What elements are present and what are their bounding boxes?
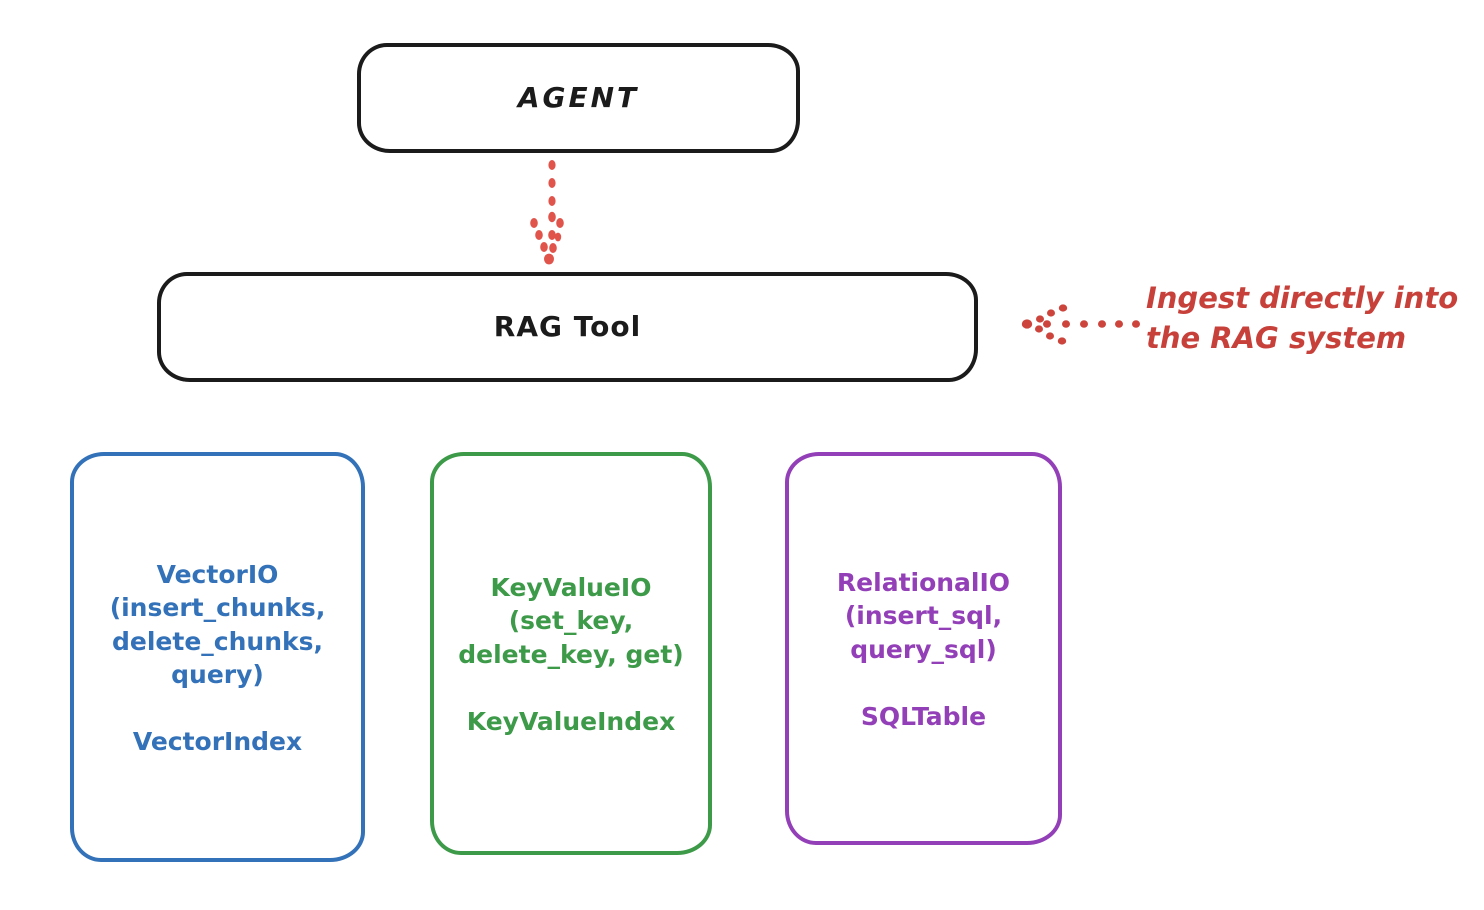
- provider-card-keyvalueio-content: KeyValueIO (set_key, delete_key, get) Ke…: [458, 571, 683, 736]
- provider-index-label: VectorIndex: [132, 727, 303, 756]
- provider-api-label: KeyValueIO (set_key, delete_key, get): [458, 573, 684, 669]
- provider-index-label: SQLTable: [860, 701, 987, 731]
- provider-api-label: RelationalIO (insert_sql, query_sql): [836, 568, 1011, 664]
- rag-tool-node-label: RAG Tool: [493, 310, 642, 344]
- ingest-arrow: [1018, 300, 1143, 348]
- provider-card-vectorio[interactable]: VectorIO (insert_chunks, delete_chunks, …: [70, 452, 365, 862]
- agent-node-label: AGENT: [517, 81, 640, 115]
- agent-node[interactable]: AGENT: [357, 43, 800, 153]
- agent-to-rag-arrow-icon: [530, 160, 564, 265]
- provider-index-label: KeyValueIndex: [466, 706, 676, 736]
- provider-card-keyvalueio[interactable]: KeyValueIO (set_key, delete_key, get) Ke…: [430, 452, 712, 855]
- rag-tool-node[interactable]: RAG Tool: [157, 272, 978, 382]
- provider-card-relationalio-content: RelationalIO (insert_sql, query_sql) SQL…: [837, 566, 1010, 731]
- provider-card-relationalio[interactable]: RelationalIO (insert_sql, query_sql) SQL…: [785, 452, 1062, 845]
- agent-to-rag-arrow: [500, 155, 610, 275]
- ingest-annotation-text: Ingest directly into the RAG system: [1146, 281, 1459, 356]
- provider-card-vectorio-content: VectorIO (insert_chunks, delete_chunks, …: [110, 558, 326, 756]
- provider-api-label: VectorIO (insert_chunks, delete_chunks, …: [109, 560, 326, 689]
- ingest-arrow-icon: [1021, 304, 1140, 345]
